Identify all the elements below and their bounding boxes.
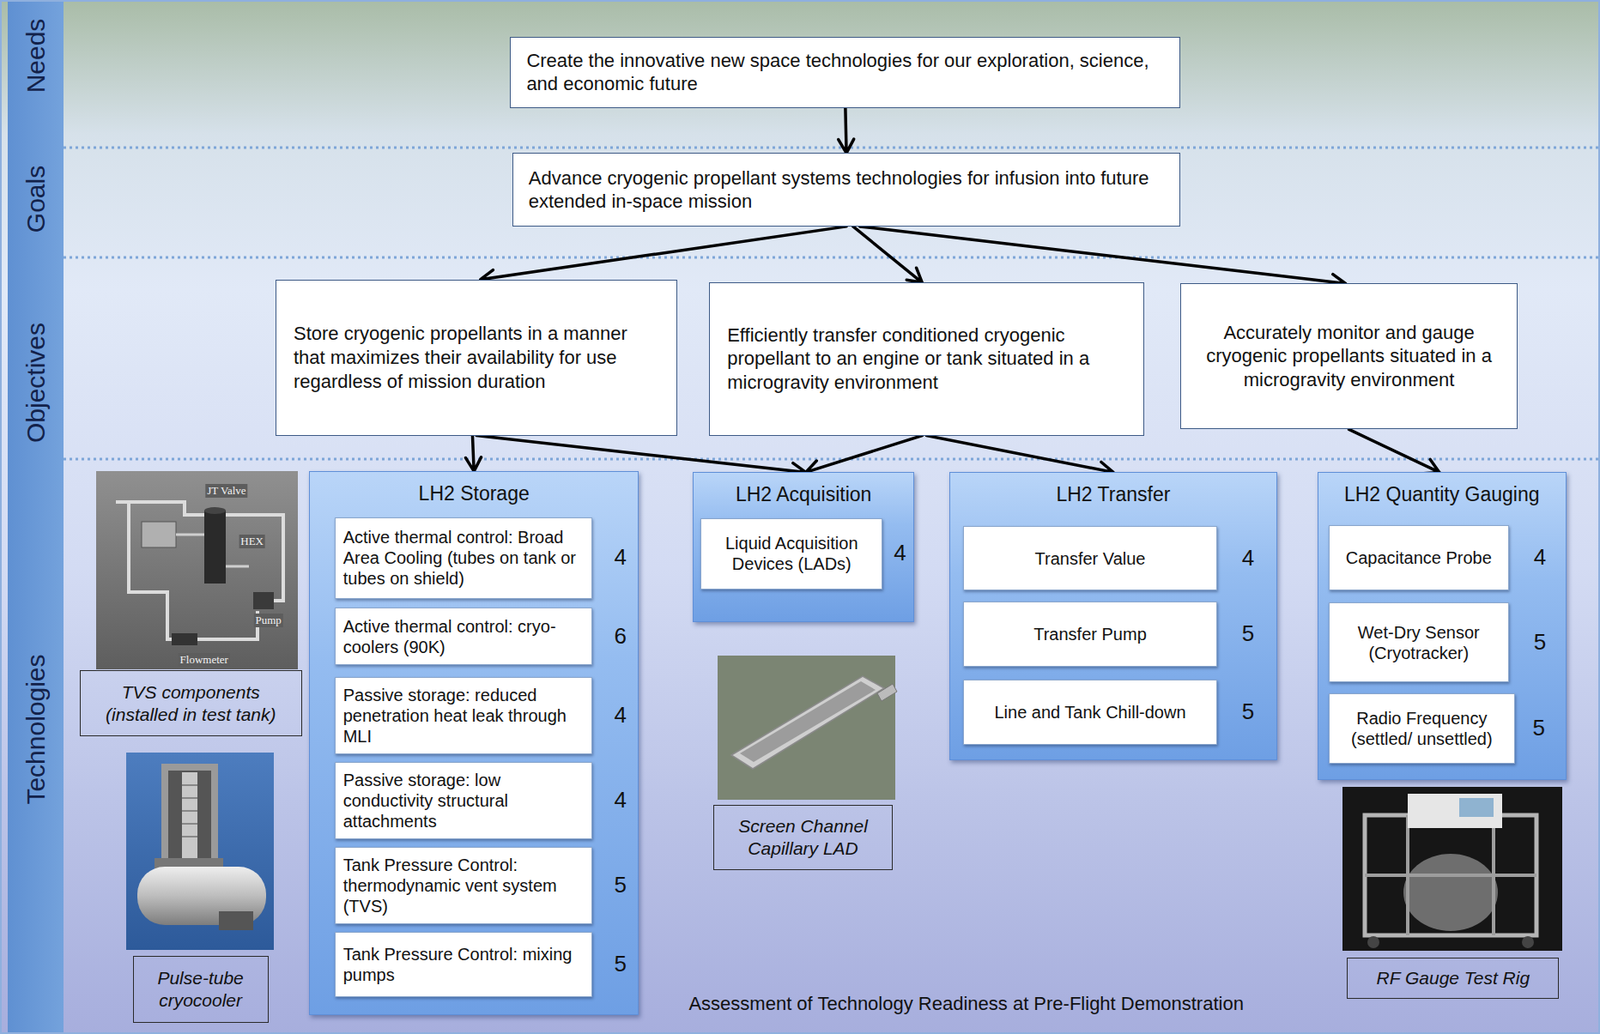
node-text: Tank Pressure Control: mixing pumps [343,944,585,986]
objective-box: Store cryogenic propellants in a manner … [275,279,678,437]
arrow-connector [860,226,1346,291]
lad-photo [717,655,897,800]
arrow-connector [838,108,855,153]
panel-heading: LH2 Acquisition [693,483,914,507]
photo-caption: Screen Channel Capillary LAD [713,805,893,871]
readiness-level: 4 [614,544,627,571]
panel-heading: LH2 Quantity Gauging [1318,483,1566,507]
goal-box: Advance cryogenic propellant systems tec… [512,152,1182,227]
node-text: Pulse-tube cryocooler [140,967,261,1012]
technology-item: Tank Pressure Control: mixing pumps5 [334,932,594,998]
photo-label: Pump [253,613,283,628]
objective-box: Efficiently transfer conditioned cryogen… [709,282,1144,436]
panel-heading: LH2 Transfer [950,483,1278,507]
readiness-level: 4 [614,787,627,815]
panel-heading: LH2 Storage [309,482,638,506]
technology-item: Line and Tank Chill-down5 [963,679,1218,746]
readiness-level: 6 [614,623,627,650]
arrow-connector [466,436,482,473]
section-label: Goals [21,165,51,233]
readiness-level: 4 [1242,545,1255,572]
photo-label: HEX [238,534,266,549]
node-text: Tank Pressure Control: thermodynamic ven… [343,854,585,917]
readiness-level: 5 [1533,629,1546,656]
node-text: Advance cryogenic propellant systems tec… [528,166,1165,214]
section-strip [7,0,64,1034]
tvs-photo [96,471,298,670]
node-text: Transfer Value [971,548,1209,570]
technology-item: Passive storage: reduced penetration hea… [334,677,594,755]
technology-panel: LH2 TransferTransfer Value4Transfer Pump… [949,472,1279,760]
need-box: Create the innovative new space technolo… [509,36,1181,109]
readiness-level: 5 [614,872,627,900]
readiness-level: 5 [614,951,627,979]
node-text: Capacitance Probe [1337,547,1501,569]
readiness-level: 4 [614,703,627,730]
node-text: TVS components (installed in test tank) [87,681,295,726]
section-dividers [63,147,1600,460]
readiness-level: 4 [1533,544,1546,571]
node-text: Active thermal control: Broad Area Cooli… [343,527,585,589]
technology-panel: LH2 StorageActive thermal control: Broad… [309,471,639,1016]
arrow-connector [853,226,922,283]
technology-item: Passive storage: low conductivity struct… [334,762,594,840]
arrow-connector [806,436,923,477]
objective-box: Accurately monitor and gauge cryogenic p… [1180,283,1517,430]
node-text: Create the innovative new space technolo… [526,48,1164,97]
readiness-level: 5 [1533,715,1546,743]
node-text: Liquid Acquisition Devices (LADs) [709,533,874,575]
photo-label: Flowmeter [178,653,231,667]
rf-rig-photo [1342,787,1563,952]
technology-item: Capacitance Probe4 [1328,525,1510,591]
node-text: Passive storage: low conductivity struct… [343,769,585,832]
technology-item: Radio Frequency (settled/ unsettled)5 [1328,693,1516,764]
photo-label: JT Valve [205,484,248,498]
technology-item: Transfer Value4 [963,526,1218,591]
photo-caption: Pulse-tube cryocooler [133,956,269,1024]
node-text: Radio Frequency (settled/ unsettled) [1337,708,1508,750]
pulse-tube-photo [126,752,274,951]
node-text: Screen Channel Capillary LAD [721,815,885,860]
node-text: Accurately monitor and gauge cryogenic p… [1198,321,1499,394]
node-text: Line and Tank Chill-down [971,702,1209,723]
readiness-level: 5 [1242,698,1255,726]
technology-panel: LH2 AcquisitionLiquid Acquisition Device… [692,472,915,623]
technology-item: Active thermal control: cryo-coolers (90… [334,607,594,666]
node-text: Store cryogenic propellants in a manner … [293,321,660,394]
readiness-level: 5 [1242,621,1255,649]
technology-item: Tank Pressure Control: thermodynamic ven… [334,847,594,925]
node-text: Wet-Dry Sensor (Cryotracker) [1337,622,1501,664]
technology-item: Active thermal control: Broad Area Cooli… [334,517,594,600]
arrow-connector [926,436,1114,479]
arrow-connector [480,226,847,285]
section-label: Technologies [21,654,51,805]
node-text: Active thermal control: cryo-coolers (90… [343,616,585,658]
technology-panel: LH2 Quantity GaugingCapacitance Probe4We… [1317,472,1567,781]
node-text: RF Gauge Test Rig [1354,967,1552,990]
readiness-level: 4 [893,540,906,568]
node-text: Passive storage: reduced penetration hea… [343,684,585,747]
technology-item: Transfer Pump5 [963,601,1218,667]
arrow-connector [1349,429,1440,473]
node-text: Efficiently transfer conditioned cryogen… [727,323,1126,396]
caption-text: Assessment of Technology Readiness at Pr… [688,993,1243,1016]
node-text: Transfer Pump [971,624,1209,645]
section-label: Objectives [21,322,51,443]
technology-item: Wet-Dry Sensor (Cryotracker)5 [1328,602,1510,683]
technology-item: Liquid Acquisition Devices (LADs)4 [700,518,883,590]
section-label: Needs [21,18,51,94]
photo-caption: RF Gauge Test Rig [1346,957,1559,1000]
photo-caption: TVS components (installed in test tank) [79,670,303,737]
